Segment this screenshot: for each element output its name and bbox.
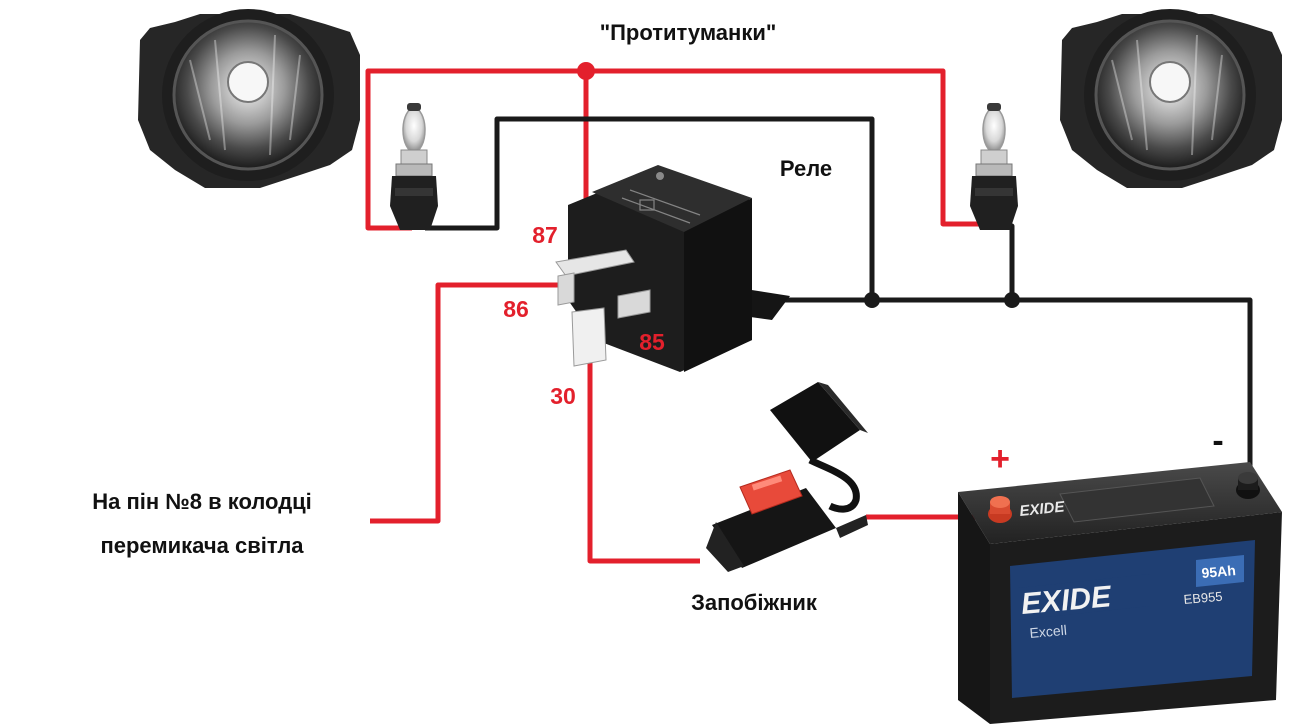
relay-label: Реле bbox=[780, 156, 832, 181]
left-fog-lamp bbox=[138, 9, 360, 188]
right-bulb bbox=[970, 103, 1018, 230]
pin-note-line2: перемикача світла bbox=[100, 533, 304, 558]
junction-dot-positive bbox=[577, 62, 595, 80]
fuse-holder bbox=[706, 382, 868, 572]
battery-minus-sign: - bbox=[1212, 422, 1223, 460]
battery-plus-sign: + bbox=[990, 440, 1010, 478]
terminal-87-blade bbox=[555, 249, 635, 277]
terminal-86-label: 86 bbox=[503, 296, 529, 322]
battery-brand-top: EXIDE bbox=[1019, 498, 1067, 520]
terminal-87-label: 87 bbox=[532, 222, 558, 248]
pin-note-line1: На пін №8 в колодці bbox=[92, 489, 312, 514]
battery-model: EB955 bbox=[1183, 589, 1223, 607]
terminal-85-blade bbox=[617, 289, 651, 319]
terminal-30-blade bbox=[571, 307, 607, 367]
diagram-title: "Протитуманки" bbox=[600, 20, 777, 45]
positive-wires bbox=[365, 68, 1000, 564]
terminal-86-blade bbox=[557, 272, 575, 306]
battery-brand: EXIDE bbox=[1020, 580, 1114, 621]
battery: EXIDE EXIDE Excell EB955 95Ah bbox=[958, 462, 1282, 724]
terminal-85-label: 85 bbox=[639, 329, 665, 355]
junction-dot-ground-2 bbox=[1004, 292, 1020, 308]
relay bbox=[568, 165, 790, 372]
junction-dot-ground-1 bbox=[864, 292, 880, 308]
fuse-label: Запобіжник bbox=[691, 590, 818, 615]
terminal-30-label: 30 bbox=[550, 383, 576, 409]
relay-terminals bbox=[555, 249, 651, 367]
right-fog-lamp bbox=[1060, 9, 1282, 188]
battery-series: Excell bbox=[1029, 622, 1068, 641]
battery-capacity: 95Ah bbox=[1201, 562, 1236, 581]
left-bulb bbox=[390, 103, 438, 230]
